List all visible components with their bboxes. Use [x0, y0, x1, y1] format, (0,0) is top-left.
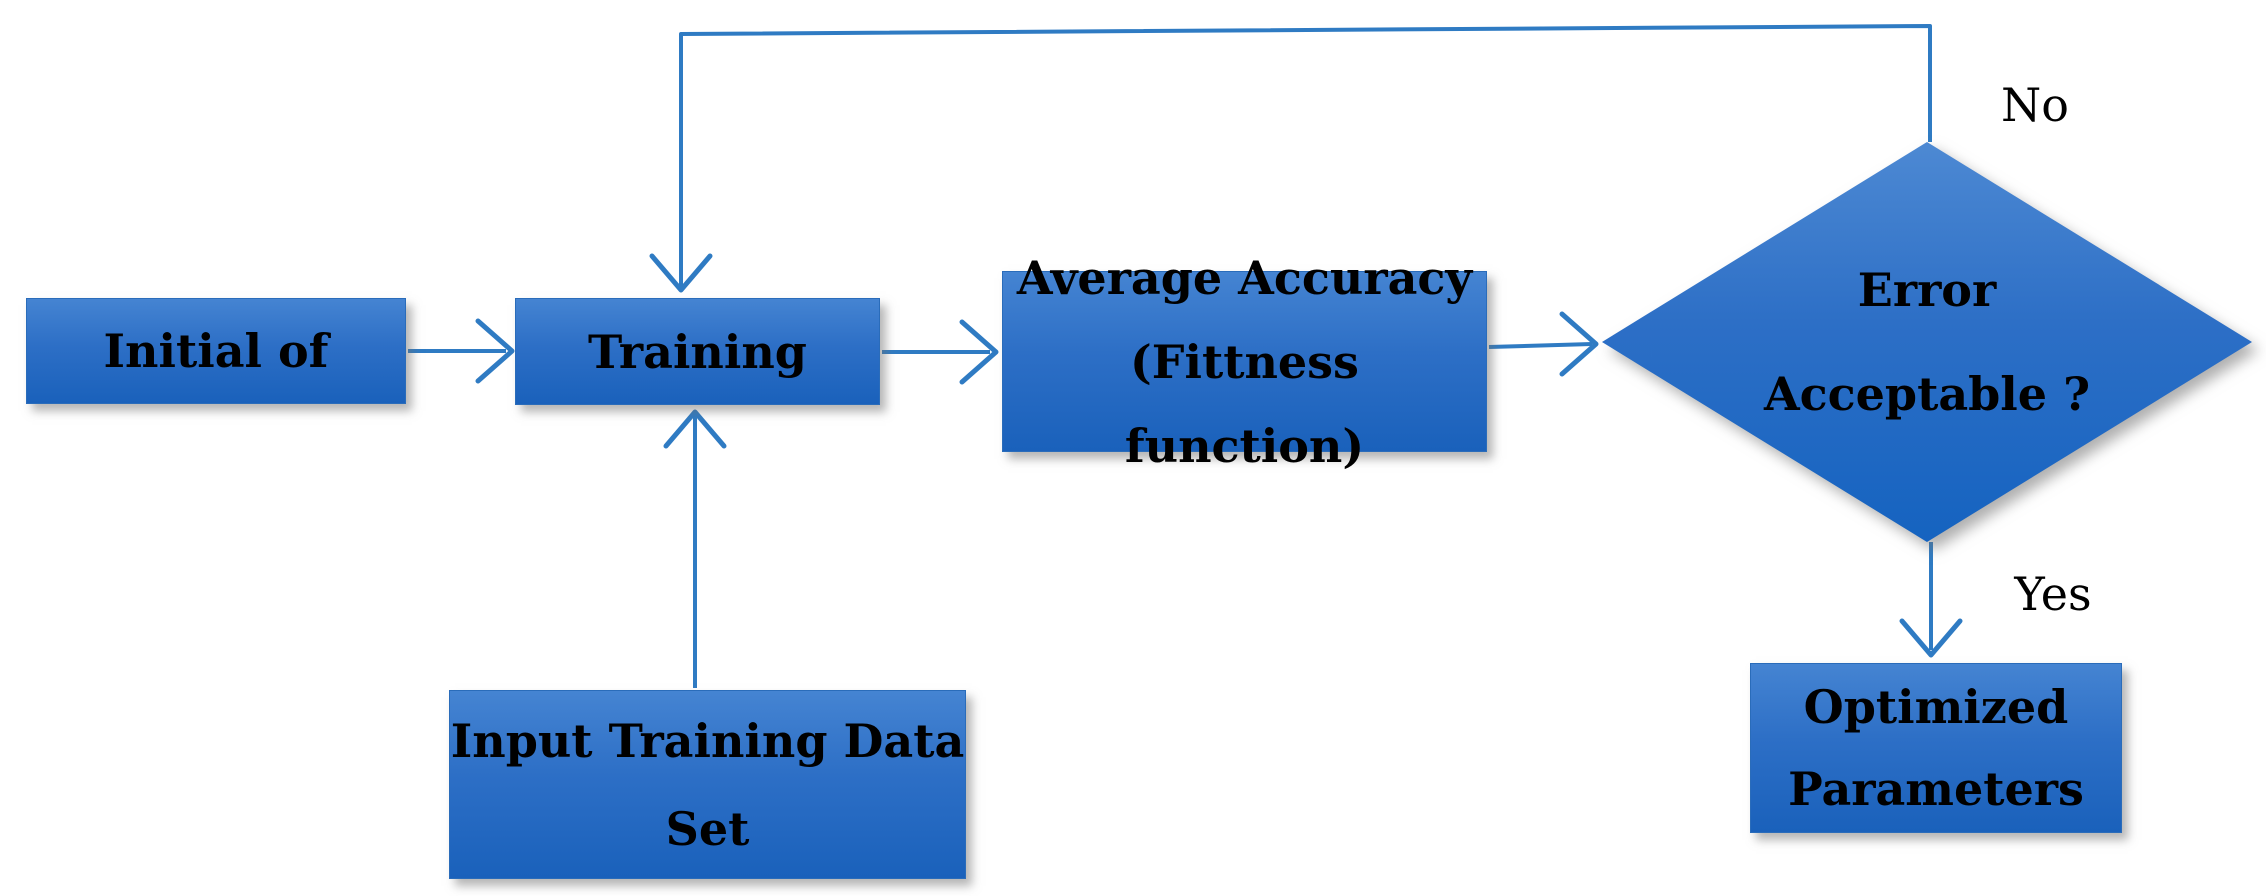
node-error-label-line2: Acceptable ? [1763, 367, 2091, 421]
node-input-training-data-set: Input Training Data Set [449, 690, 966, 879]
node-initial-of: Initial of [26, 298, 406, 404]
edge-initial-to-training [408, 318, 515, 384]
edge-label-yes: Yes [2014, 567, 2092, 621]
edge-label-no: No [2001, 78, 2069, 132]
node-error-acceptable-label: Error Acceptable ? [1602, 142, 2252, 542]
edge-error-to-training-feedback [649, 24, 1932, 293]
node-initial-of-label: Initial of [103, 324, 329, 378]
edge-error-to-optimized [1899, 542, 1963, 658]
node-average-accuracy-label-line1: Average Accuracy [1016, 250, 1473, 305]
edge-training-to-average-accuracy [882, 319, 999, 385]
edge-average-accuracy-to-error [1488, 311, 1599, 377]
node-input-label-line1: Input Training Data [450, 713, 965, 768]
node-average-accuracy: Average Accuracy (Fittness function) [1002, 251, 1487, 473]
node-input-label-line2: Set [665, 801, 750, 856]
edge-input-to-training [663, 409, 727, 688]
node-optimized-label-line1: Optimized [1803, 680, 2069, 734]
node-training-label: Training [588, 324, 807, 379]
node-error-label-line1: Error [1857, 263, 1997, 317]
node-average-accuracy-label-line2: (Fittness function) [1124, 334, 1365, 473]
node-optimized-parameters: Optimized Parameters [1750, 663, 2122, 833]
node-error-acceptable: Error Acceptable ? [1602, 142, 2252, 542]
node-training: Training [515, 298, 880, 405]
node-optimized-label-line2: Parameters [1788, 762, 2084, 816]
